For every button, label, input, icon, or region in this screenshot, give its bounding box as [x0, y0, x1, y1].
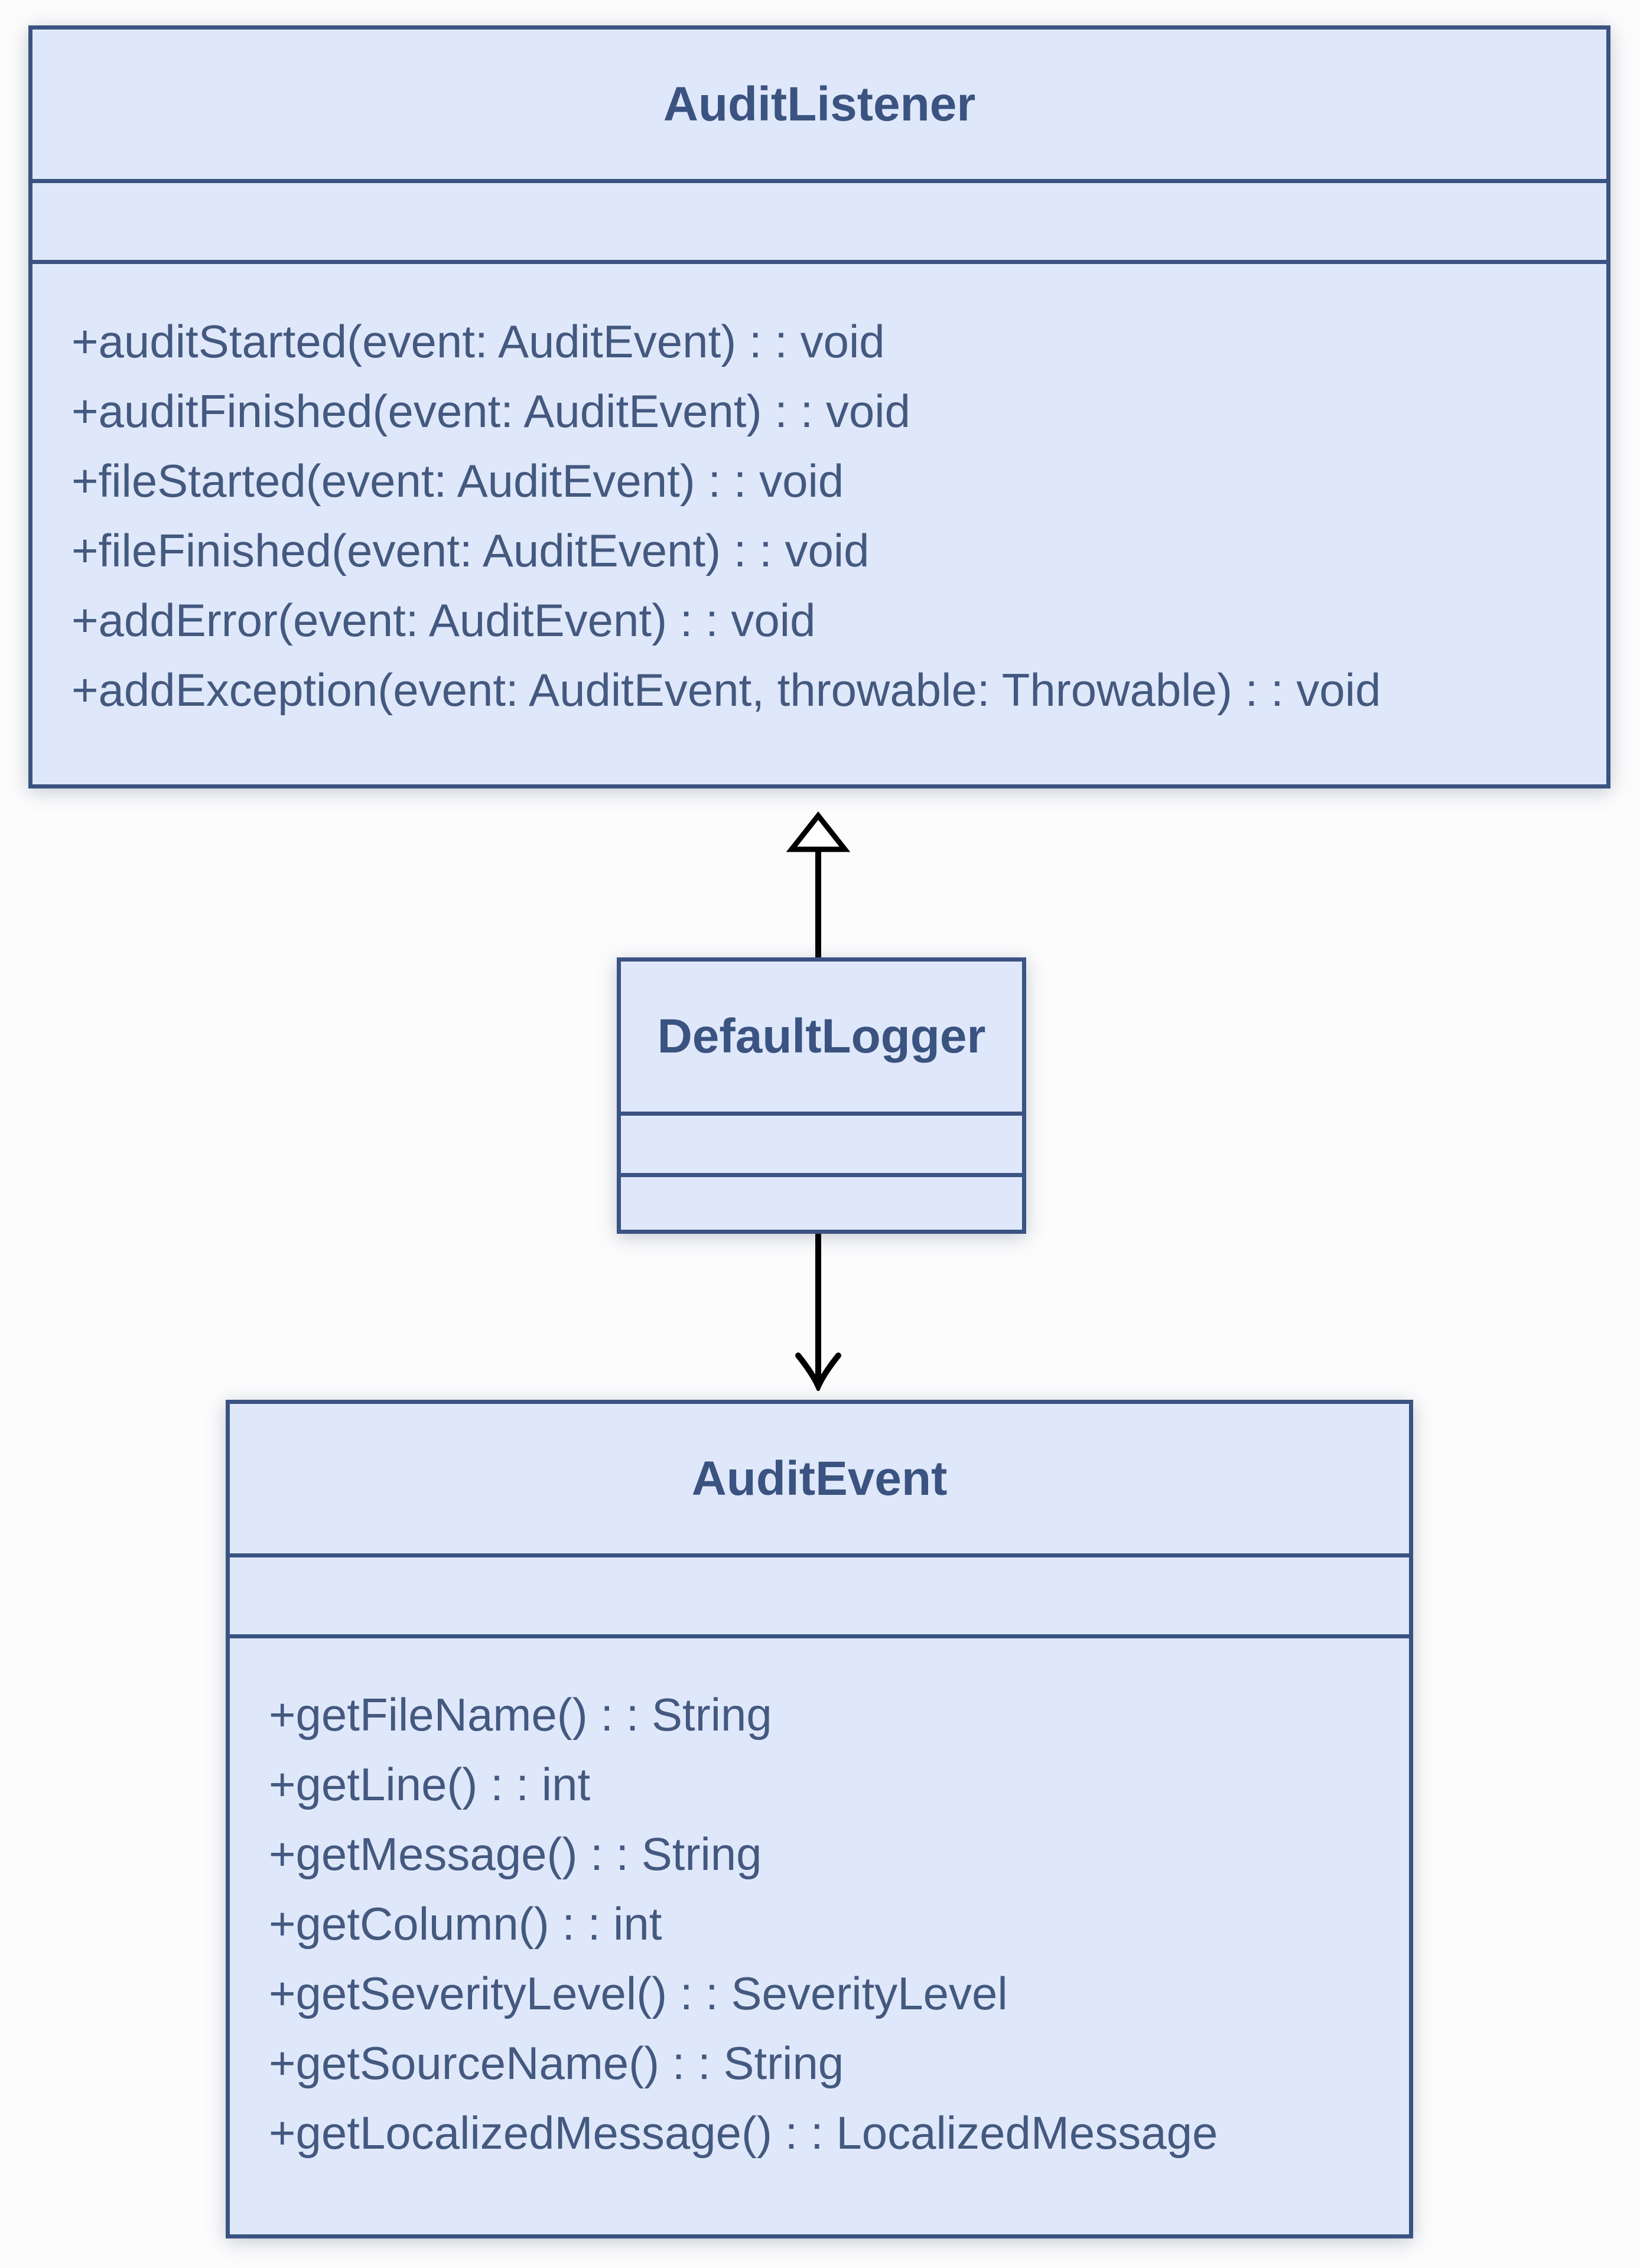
method-text: +auditStarted(event: AuditEvent) : : voi…	[71, 315, 885, 367]
method-text: +getSourceName() : : String	[269, 2037, 844, 2089]
method-text: +getLocalizedMessage() : : LocalizedMess…	[269, 2107, 1218, 2159]
method-text: +getColumn() : : int	[269, 1898, 662, 1950]
class-title-defaultlogger: DefaultLogger	[621, 962, 1022, 1112]
generalization-connector	[786, 812, 851, 958]
methods-compartment: +auditStarted(event: AuditEvent) : : voi…	[32, 260, 1606, 784]
method-text: +getSeverityLevel() : : SeverityLevel	[269, 1967, 1008, 2019]
class-node-defaultlogger[interactable]: DefaultLogger	[617, 957, 1026, 1234]
class-node-auditevent[interactable]: AuditEvent +getFileName() : : String+get…	[226, 1400, 1413, 2238]
attributes-compartment	[230, 1553, 1409, 1634]
hollow-triangle-arrowhead-icon	[786, 812, 851, 852]
attributes-compartment	[32, 179, 1606, 260]
class-name-label: AuditEvent	[691, 1451, 948, 1506]
association-connector	[795, 1234, 841, 1391]
method-text: +getLine() : : int	[269, 1758, 591, 1810]
method-text: +addError(event: AuditEvent) : : void	[71, 594, 816, 646]
class-name-label: DefaultLogger	[657, 1009, 986, 1063]
method-text: +addException(event: AuditEvent, throwab…	[71, 664, 1381, 716]
open-arrowhead-icon	[795, 1353, 841, 1391]
methods-compartment	[621, 1173, 1022, 1230]
methods-compartment: +getFileName() : : String +getLine() : : …	[230, 1634, 1409, 2234]
method-text: +auditFinished(event: AuditEvent) : : vo…	[71, 385, 910, 437]
class-name-label: AuditListener	[663, 77, 976, 131]
method-text: +fileStarted(event: AuditEvent) : : void	[71, 455, 844, 507]
method-text: +fileFinished(event: AuditEvent) : : voi…	[71, 524, 870, 576]
method-text: +getMessage() : : String	[269, 1828, 762, 1880]
method-text: +getFileName() : : String	[269, 1689, 772, 1741]
class-node-auditlistener[interactable]: AuditListener +auditStarted(event: Audit…	[28, 25, 1610, 788]
attributes-compartment	[621, 1112, 1022, 1173]
class-title-auditevent: AuditEvent	[230, 1404, 1409, 1553]
class-title-auditlistener: AuditListener	[32, 30, 1606, 179]
